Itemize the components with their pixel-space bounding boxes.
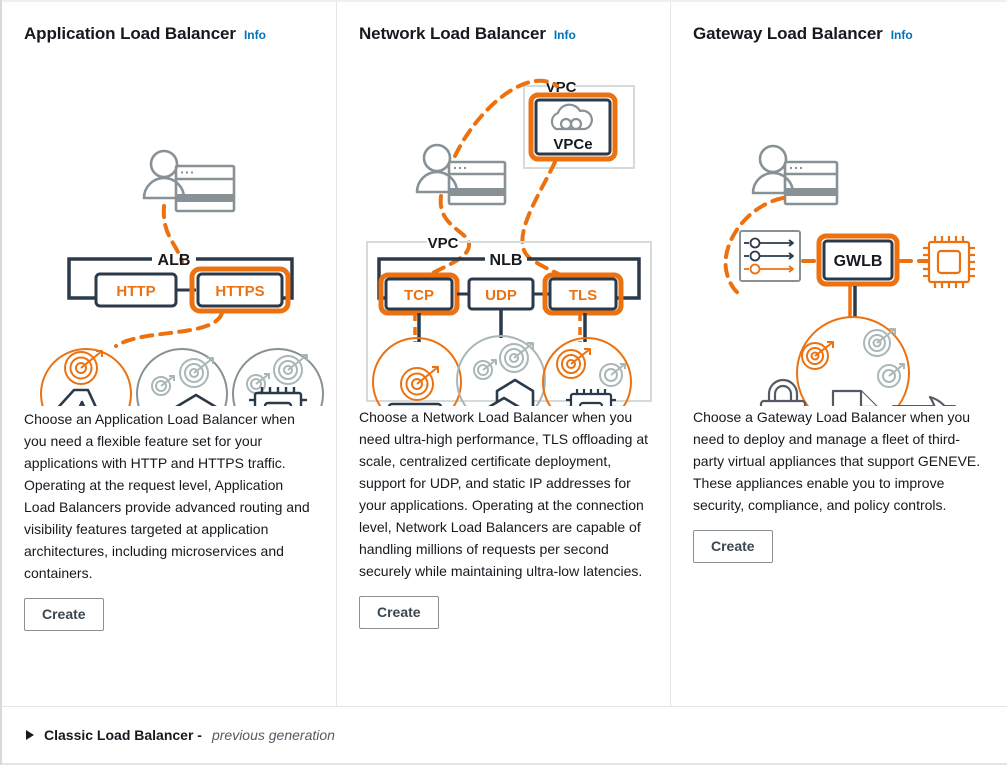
target-group-alb: ALB <box>372 337 462 406</box>
create-button-nlb[interactable]: Create <box>359 596 439 629</box>
listener-http-label: HTTP <box>116 283 155 300</box>
listener-http: HTTP <box>94 272 178 308</box>
user-browser-icon <box>415 143 507 206</box>
diagram-gwlb: GWLB <box>693 46 985 406</box>
vpc-label-bottom: VPC <box>428 235 459 252</box>
checklist-icon <box>831 389 878 406</box>
vpce-label: VPCe <box>553 136 592 153</box>
target-group-container <box>456 335 546 406</box>
caret-right-icon <box>26 730 34 740</box>
create-button-alb[interactable]: Create <box>24 598 104 631</box>
card-network-load-balancer: Network Load Balancer Info VPC <box>336 2 670 706</box>
listener-udp-label: UDP <box>485 287 517 304</box>
load-balancer-cards: Application Load Balancer Info <box>2 2 1007 706</box>
nlb-label: NLB <box>490 252 523 269</box>
classic-load-balancer-expander[interactable]: Classic Load Balancer - previous generat… <box>26 727 335 743</box>
container-icon <box>488 378 535 406</box>
vpce-node: VPCe <box>528 92 618 162</box>
card-application-load-balancer: Application Load Balancer Info <box>2 2 336 706</box>
listener-tcp: TCP <box>378 272 460 316</box>
target-icon <box>151 357 214 396</box>
create-button-gwlb[interactable]: Create <box>693 530 773 563</box>
cloud-icon <box>550 103 593 131</box>
page-title-nlb: Network Load Balancer <box>359 24 546 43</box>
gwlb-label: GWLB <box>834 253 883 270</box>
expander-label: Classic Load Balancer - <box>44 727 202 743</box>
ec2-instance-icon <box>923 236 975 288</box>
ec2-instance-icon <box>566 389 616 406</box>
page-bottom-edge <box>2 763 1007 765</box>
user-browser-icon <box>142 149 236 213</box>
target-group-ec2 <box>232 348 324 406</box>
target-group-lambda <box>40 348 132 406</box>
listener-https: HTTPS <box>189 266 291 314</box>
classic-load-balancer-section: Classic Load Balancer - previous generat… <box>2 706 1007 763</box>
target-icon <box>400 366 439 401</box>
info-link-gwlb[interactable]: Info <box>890 28 913 42</box>
card-header-gwlb: Gateway Load Balancer Info <box>693 24 985 44</box>
traffic-flow-user-to-tcp <box>415 194 471 288</box>
page-left-edge <box>0 0 2 765</box>
target-icon <box>473 342 534 380</box>
description-alb: Choose an Application Load Balancer when… <box>24 411 310 581</box>
target-icon <box>246 354 308 394</box>
listener-tcp-label: TCP <box>404 287 434 304</box>
diagram-nlb: VPC VPCe <box>359 46 652 406</box>
target-icon <box>556 348 626 387</box>
listener-https-label: HTTPS <box>215 283 264 300</box>
listener-tls: TLS <box>542 272 624 316</box>
description-nlb: Choose a Network Load Balancer when you … <box>359 409 649 579</box>
description-gwlb: Choose a Gateway Load Balancer when you … <box>693 409 981 513</box>
target-icon <box>64 350 103 385</box>
card-header-nlb: Network Load Balancer Info <box>359 24 648 44</box>
route-table-icon <box>739 230 801 282</box>
user-browser-icon <box>751 144 839 206</box>
listener-tls-label: TLS <box>569 287 597 304</box>
page-title-gwlb: Gateway Load Balancer <box>693 24 883 43</box>
target-group-appliances <box>759 316 956 406</box>
card-gateway-load-balancer: Gateway Load Balancer Info <box>670 2 1007 706</box>
firewall-icon <box>892 395 956 406</box>
info-link-nlb[interactable]: Info <box>553 28 576 42</box>
traffic-flow-user-to-vpce <box>453 78 559 158</box>
target-icon <box>801 328 905 388</box>
lambda-icon <box>57 388 97 406</box>
expander-sublabel: previous generation <box>211 727 335 743</box>
traffic-flow-user-to-route-table <box>723 196 785 298</box>
traffic-flow-line <box>161 204 184 264</box>
container-icon <box>175 393 217 406</box>
vpc-box-top <box>523 85 635 169</box>
target-group-ec2 <box>542 337 632 406</box>
target-group-container <box>136 348 228 406</box>
alb-label: ALB <box>158 252 191 269</box>
diagram-alb: ALB HTTP HTTPS <box>24 46 324 406</box>
alb-box-icon: ALB <box>387 402 443 406</box>
lock-icon <box>759 378 807 406</box>
page-top-edge <box>0 0 1007 2</box>
info-link-alb[interactable]: Info <box>243 28 266 42</box>
traffic-flow-vpce-to-tls <box>520 160 573 288</box>
target-flow-line <box>114 311 224 348</box>
page-title-alb: Application Load Balancer <box>24 24 236 43</box>
gwlb-node: GWLB <box>816 233 900 287</box>
card-header-alb: Application Load Balancer Info <box>24 24 314 44</box>
ec2-instance-icon <box>249 387 307 406</box>
listener-udp: UDP <box>467 277 535 311</box>
